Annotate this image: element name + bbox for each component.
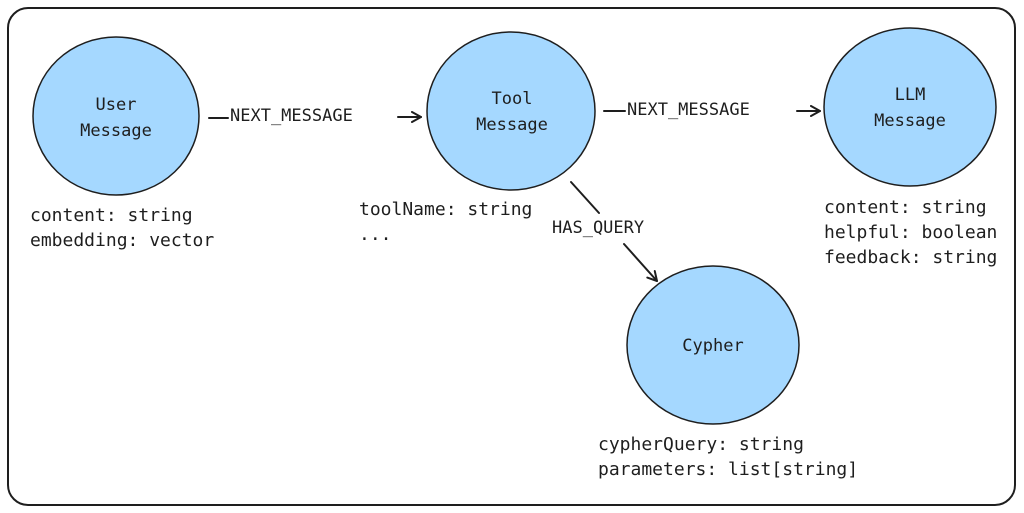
tool-message-label-line1: Tool bbox=[491, 89, 533, 109]
tool-message-prop: toolName: string bbox=[359, 199, 533, 220]
llm-message-prop: content: string bbox=[824, 197, 987, 218]
cypher-label: Cypher bbox=[682, 333, 743, 359]
llm-message-prop: helpful: boolean bbox=[824, 222, 998, 243]
user-message-prop: embedding: vector bbox=[30, 230, 215, 251]
edge-arrow-tool-to-cypher bbox=[623, 243, 658, 282]
llm-message-node[interactable] bbox=[823, 27, 997, 187]
edge-line-tool-to-cypher-a bbox=[570, 181, 600, 214]
llm-message-label: LLM Message bbox=[874, 82, 946, 134]
tool-message-label-line2: Message bbox=[476, 115, 548, 135]
tool-message-prop: ... bbox=[359, 224, 392, 245]
cypher-prop: parameters: list[string] bbox=[598, 459, 859, 480]
user-message-label-line2: Message bbox=[80, 121, 152, 141]
llm-message-label-line2: Message bbox=[874, 111, 946, 131]
user-message-node[interactable] bbox=[32, 36, 200, 196]
tool-message-label: Tool Message bbox=[476, 86, 548, 138]
edge-label-user-to-tool: NEXT_MESSAGE bbox=[230, 106, 353, 126]
diagram-frame bbox=[7, 7, 1016, 506]
tool-message-node[interactable] bbox=[426, 31, 596, 191]
llm-message-label-line1: LLM bbox=[894, 85, 926, 105]
cypher-prop: cypherQuery: string bbox=[598, 434, 804, 455]
llm-message-prop: feedback: string bbox=[824, 247, 998, 268]
edge-label-tool-to-cypher: HAS_QUERY bbox=[552, 218, 645, 238]
cypher-label-line1: Cypher bbox=[682, 336, 744, 356]
user-message-prop: content: string bbox=[30, 205, 193, 226]
user-message-label-line1: User bbox=[95, 95, 137, 115]
user-message-label: User Message bbox=[80, 92, 152, 144]
cypher-node[interactable] bbox=[626, 265, 800, 425]
edge-label-tool-to-llm: NEXT_MESSAGE bbox=[627, 100, 750, 120]
